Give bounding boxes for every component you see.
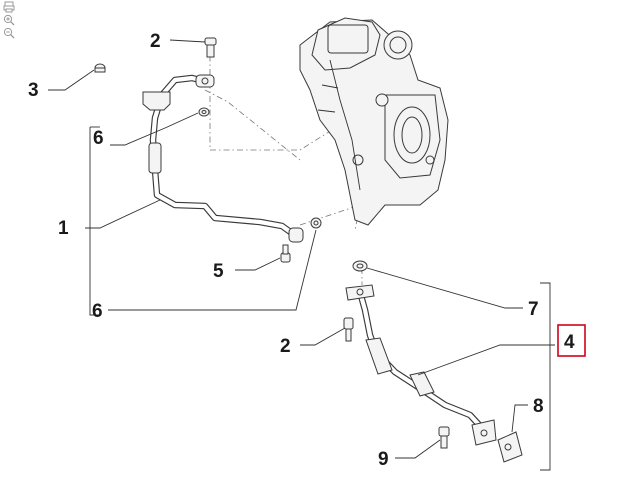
callout-5[interactable]: 5: [213, 261, 224, 282]
turbocharger-unit: [299, 17, 449, 226]
oil-feed-pipe: [142, 74, 304, 243]
callout-8[interactable]: 8: [533, 396, 544, 417]
print-icon[interactable]: [3, 1, 15, 13]
callout-2-top[interactable]: 2: [150, 31, 161, 52]
viewer-toolbar: [1, 1, 17, 39]
zoom-in-icon[interactable]: [3, 14, 15, 26]
leader-lines: [48, 39, 555, 471]
callout-4[interactable]: 4: [564, 332, 575, 353]
callout-4-highlight: [557, 324, 586, 357]
callout-1[interactable]: 1: [58, 218, 69, 239]
callout-9[interactable]: 9: [378, 449, 389, 470]
callout-7[interactable]: 7: [528, 299, 539, 320]
callout-labels: 2 3 6 1 5 6 2 7 4 8 9: [28, 31, 586, 470]
small-parts-top: [94, 37, 322, 263]
callout-2-bottom[interactable]: 2: [280, 336, 291, 357]
callout-6-bottom[interactable]: 6: [92, 301, 103, 322]
callout-6-top[interactable]: 6: [93, 128, 104, 149]
zoom-out-icon[interactable]: [3, 27, 15, 39]
oil-return-pipe: [343, 260, 523, 463]
callout-3[interactable]: 3: [28, 80, 39, 101]
